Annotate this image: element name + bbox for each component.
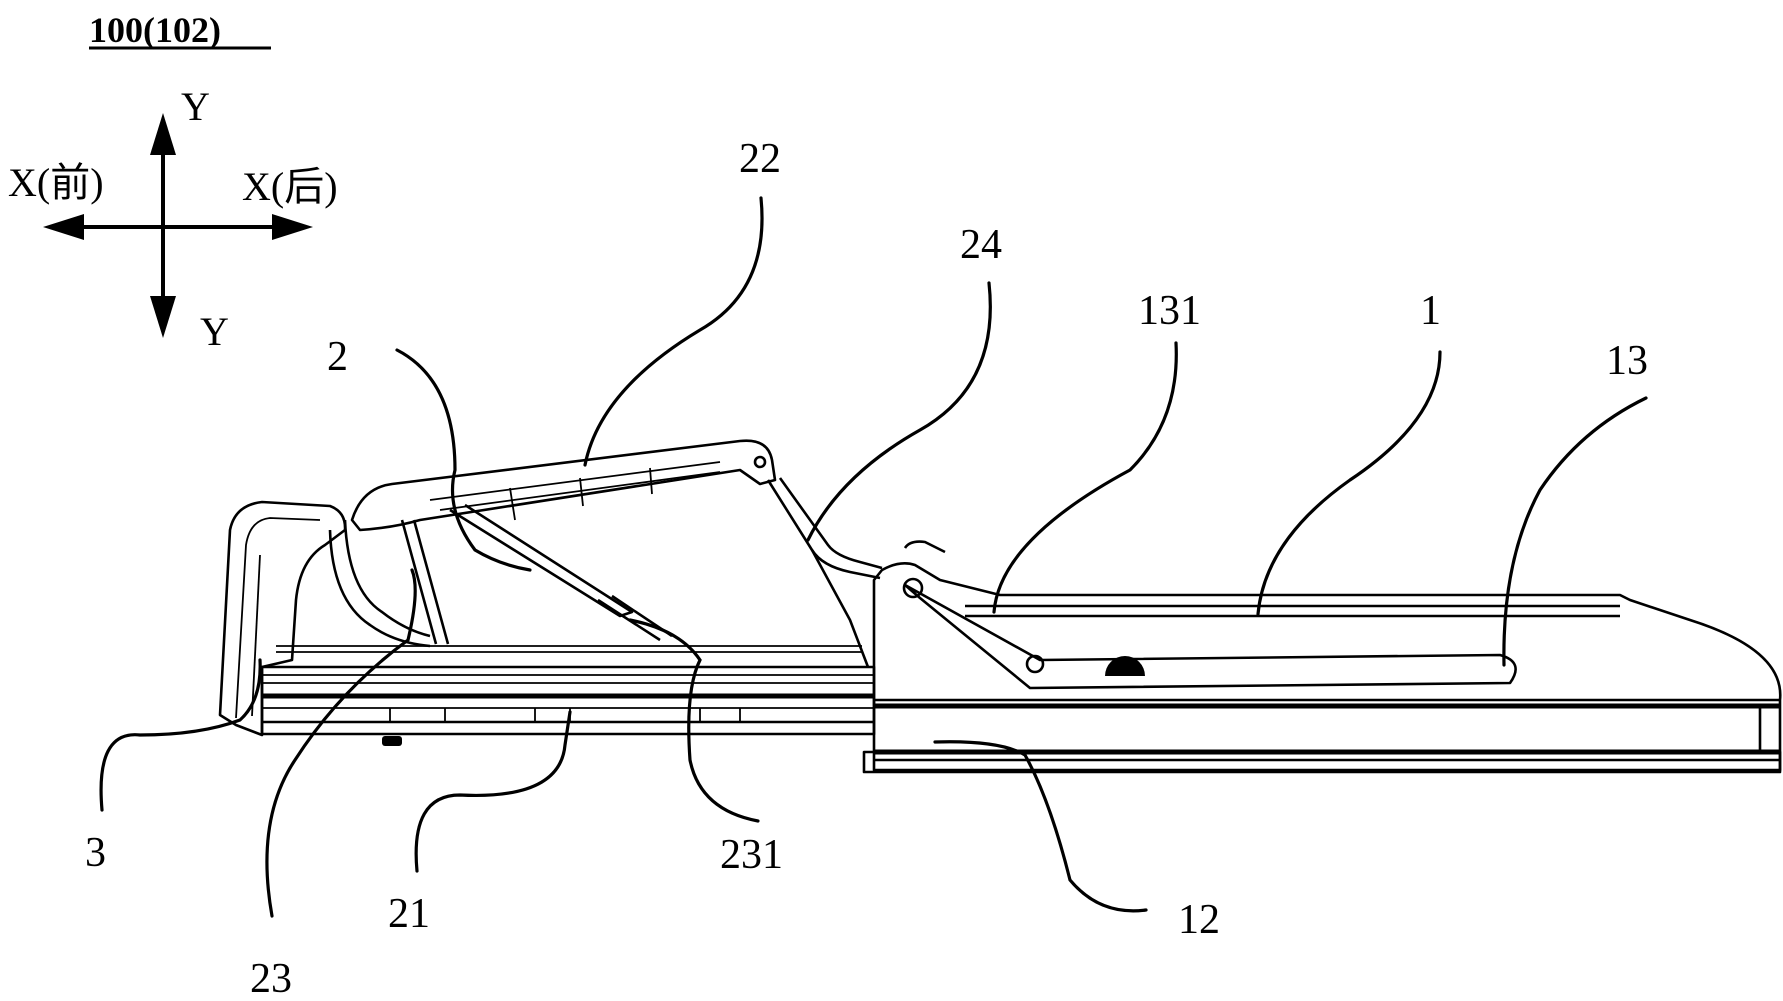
handle-outline	[218, 500, 347, 737]
axis-y-up-label: Y	[181, 84, 210, 129]
label-3: 3	[85, 830, 106, 876]
leader-21	[414, 710, 572, 873]
base-plate-12	[862, 750, 1782, 774]
label-2: 2	[327, 334, 348, 380]
leader-12	[933, 740, 1148, 913]
axis-indicator: Y Y X(前) X(后)	[8, 84, 338, 354]
main-body-1	[872, 540, 1782, 772]
arm-22-line	[429, 461, 721, 501]
label-22: 22	[739, 136, 781, 182]
arm-24	[778, 477, 883, 570]
frame-curve	[328, 529, 431, 648]
strut-231-end	[597, 594, 673, 642]
body-latch	[903, 540, 946, 554]
base-plate	[862, 750, 1782, 774]
leader-13	[1502, 396, 1648, 667]
slot-pin-bottom	[1025, 654, 1045, 674]
leader-1	[1256, 350, 1442, 616]
body-outline	[872, 562, 1782, 772]
label-21: 21	[388, 891, 430, 937]
label-1: 1	[1420, 288, 1441, 334]
leader-2	[395, 348, 532, 572]
label-23: 23	[250, 956, 292, 1001]
y-up-arrow-icon	[150, 113, 176, 155]
leader-23	[265, 568, 417, 918]
front-handle-3	[218, 500, 347, 737]
y-down-arrow-icon	[150, 296, 176, 338]
figure-title-group: 100(102)	[89, 10, 271, 50]
label-13: 13	[1606, 338, 1648, 384]
x-rear-arrow-icon	[272, 214, 313, 240]
leader-24	[806, 281, 992, 542]
strut-231	[449, 503, 634, 618]
rail-foot	[382, 736, 402, 746]
arm-22-outline	[350, 439, 777, 532]
axis-x-front-label: X(前)	[8, 160, 104, 205]
leader-131	[992, 341, 1178, 614]
leader-lines	[99, 196, 1648, 918]
device-drawing	[218, 439, 1782, 774]
arm-22-line	[439, 471, 721, 511]
gear-icon	[1105, 656, 1145, 676]
arm-22-seg	[509, 487, 516, 521]
leader-231	[628, 618, 760, 823]
handle-inner	[251, 554, 261, 717]
arm-22-seg	[579, 477, 584, 507]
label-12: 12	[1178, 897, 1220, 943]
arm-22-seg	[649, 467, 653, 495]
arm-pivot	[753, 455, 767, 469]
link-23	[400, 519, 450, 645]
label-231: 231	[720, 832, 783, 878]
label-24: 24	[960, 222, 1002, 268]
arm-24-lower	[810, 549, 870, 668]
leader-3	[99, 658, 262, 812]
slot-13	[903, 583, 1517, 690]
x-front-arrow-icon	[43, 214, 84, 240]
label-131: 131	[1138, 288, 1201, 334]
handle-inner	[235, 517, 321, 719]
figure-title: 100(102)	[89, 10, 221, 50]
axis-x-rear-label: X(后)	[242, 164, 338, 209]
reference-labels: 22 24 131 1 13 2 3 23 21 231 12	[85, 136, 1648, 1001]
leader-22	[583, 196, 764, 467]
axis-y-down-label: Y	[200, 309, 229, 354]
frame-2	[328, 439, 883, 668]
frame-curve	[343, 519, 431, 638]
slot-pin-top	[902, 577, 924, 599]
